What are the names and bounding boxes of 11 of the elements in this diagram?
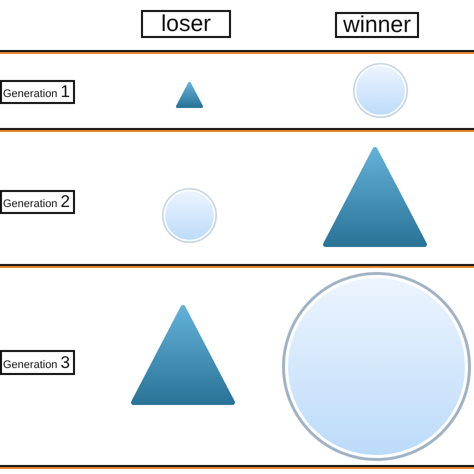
column-header: loser — [141, 10, 231, 38]
triangle — [131, 305, 235, 405]
row-label: Generation 2 — [0, 190, 75, 214]
row-label: Generation 3 — [0, 350, 75, 375]
triangle — [176, 82, 203, 108]
circle — [162, 188, 217, 243]
row-label: Generation 1 — [0, 80, 75, 104]
circle — [282, 272, 471, 461]
column-header: winner — [335, 12, 419, 38]
triangle — [323, 147, 427, 247]
circle — [353, 63, 408, 118]
